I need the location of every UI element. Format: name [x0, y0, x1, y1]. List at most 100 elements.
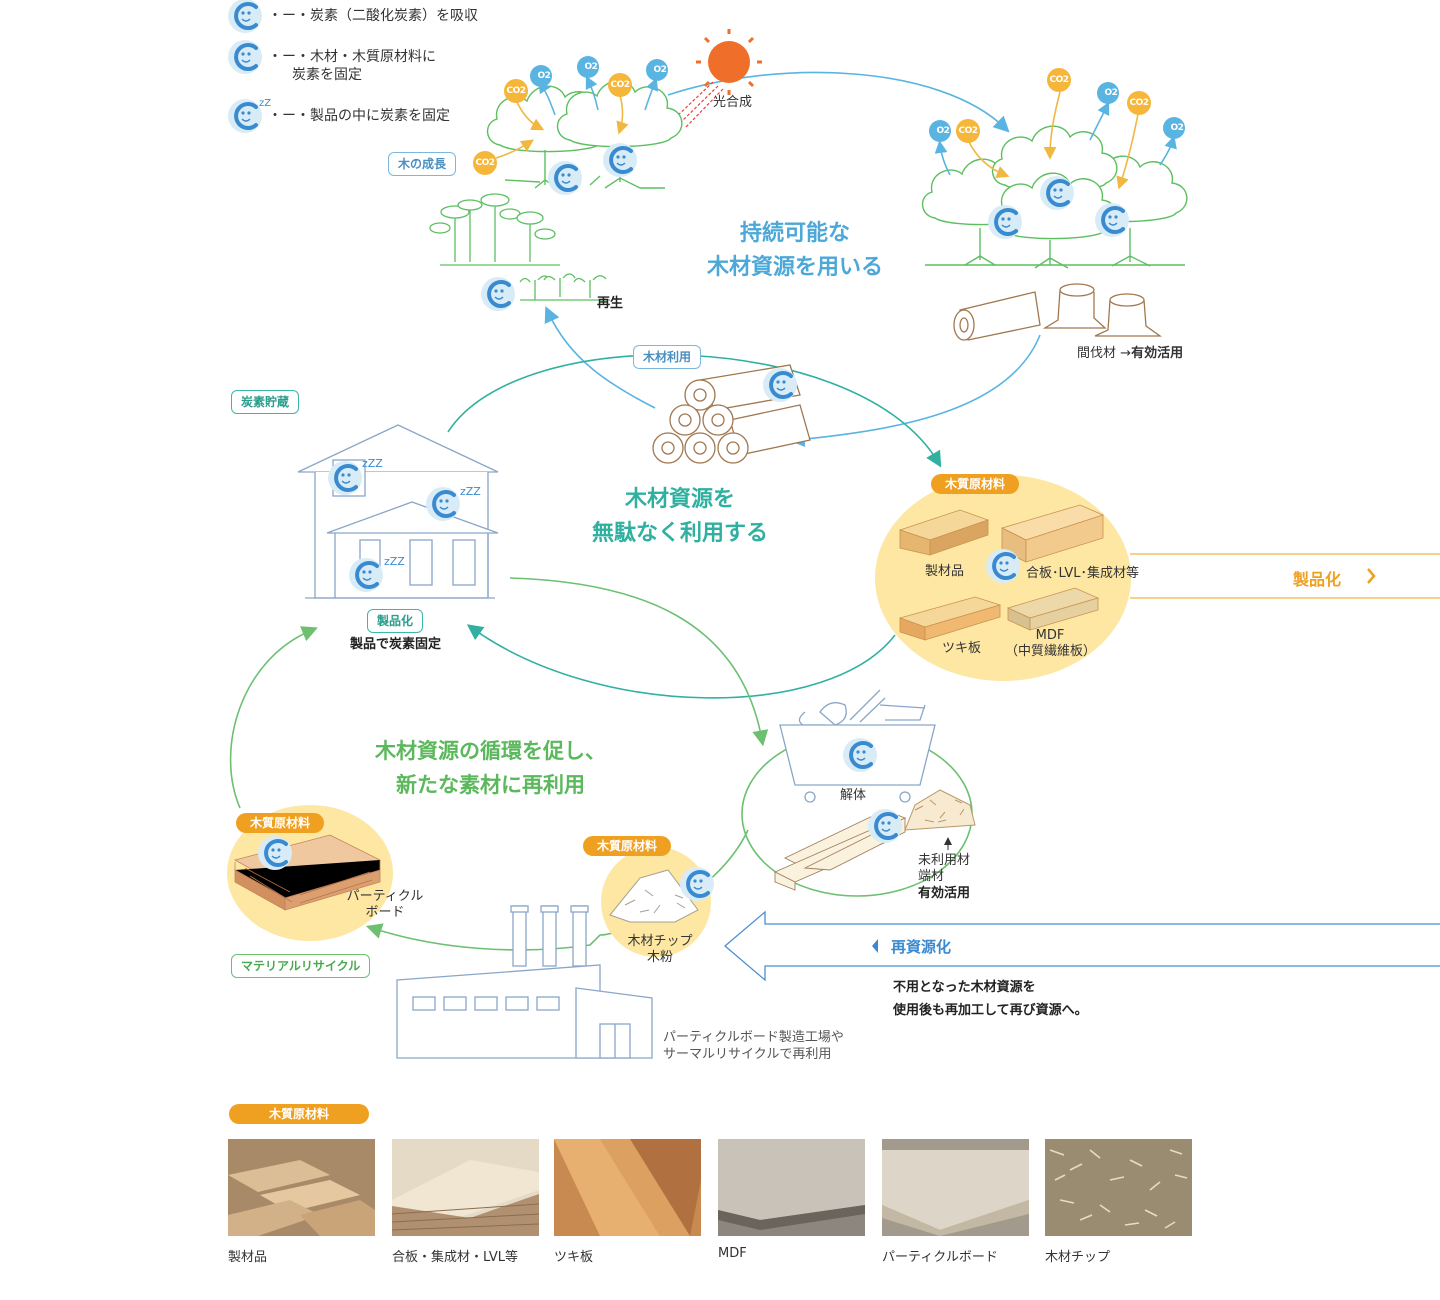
arrow-thinning-to-logs	[788, 334, 1041, 448]
legend-dash-2: ・ー・	[268, 49, 310, 65]
material-tag-main: 木質原材料	[931, 474, 1020, 494]
recycle-big-arrow	[723, 910, 1440, 982]
co2-label: CO2	[506, 86, 526, 96]
gallery-caption: 製材品	[228, 1250, 268, 1265]
gallery-photo-chip	[1045, 1139, 1192, 1236]
recycle-chevron-icon	[872, 939, 878, 953]
o2-label: O2	[537, 71, 551, 81]
veneer-label: ツキ板	[942, 641, 982, 656]
recycle-label: 再資源化	[891, 938, 952, 956]
gallery-photo-mdf	[718, 1139, 865, 1236]
co2-label: CO2	[1049, 75, 1069, 85]
gallery-caption: 木材チップ	[1045, 1250, 1111, 1265]
chip-label-line-2: 木粉	[646, 950, 673, 965]
arrow-logs-to-regen	[544, 306, 656, 409]
legend-dash-1: ・ー・	[268, 8, 310, 24]
svg-text:zZZ: zZZ	[362, 457, 383, 470]
chip-label: 木材チップ 木粉	[620, 934, 700, 966]
recycle-desc-2: 使用後も再加工して再び資源へ。	[893, 1003, 1088, 1018]
o2-label: O2	[936, 126, 950, 136]
arrow-materials-to-house	[466, 624, 896, 699]
product-fix-label: 製品で炭素固定	[350, 637, 442, 652]
material-tag-particle: 木質原材料	[236, 813, 325, 833]
productization-chevron-icon	[1367, 568, 1376, 584]
plywood-label: 合板･LVL･集成材等	[1026, 566, 1139, 581]
thinning-wood-illustration	[953, 283, 1163, 341]
co2-label: CO2	[958, 126, 978, 136]
recycle-headline-line-1: 木材資源の循環を促し、	[375, 739, 606, 763]
co2-label: CO2	[475, 158, 495, 168]
unused-label-2: 端材	[918, 869, 945, 884]
photosynthesis-label: 光合成	[713, 95, 753, 110]
chip-pile-unused	[904, 789, 976, 831]
productization-band	[1130, 553, 1440, 599]
factory-label-1: パーティクルボード製造工場や	[663, 1030, 844, 1045]
sustainable-headline: 持続可能な 木材資源を用いる	[680, 217, 910, 285]
legend-fix-wood-text-1: 木材・木質原材料に	[310, 49, 436, 65]
regen-label: 再生	[597, 296, 624, 311]
no-waste-headline-line-2: 無駄なく利用する	[591, 521, 768, 546]
factory-label-2: サーマルリサイクルで再利用	[663, 1047, 832, 1062]
legend-fix-product-icon: zZ	[226, 97, 271, 135]
svg-text:zZZ: zZZ	[460, 485, 481, 498]
material-tag-chip: 木質原材料	[583, 836, 672, 856]
sustainable-headline-line-1: 持続可能な	[739, 221, 850, 246]
materials-illustrations	[898, 504, 1105, 641]
tree-growth-tag: 木の成長	[388, 152, 457, 176]
legend-absorb-text: 炭素（二酸化炭素）を吸収	[310, 8, 478, 24]
young-trees-illustration	[429, 193, 610, 301]
gallery-caption: 合板・集成材・LVL等	[392, 1250, 518, 1265]
demolition-label: 解体	[840, 788, 867, 803]
no-waste-headline-line-1: 木材資源を	[624, 487, 735, 512]
no-waste-headline: 木材資源を 無駄なく利用する	[560, 483, 800, 551]
thinning-prefix: 間伐材	[1077, 346, 1117, 361]
productization-tag: 製品化	[367, 609, 424, 633]
co2-label: CO2	[1129, 98, 1149, 108]
legend-absorb-icon	[226, 0, 264, 35]
legend-dash-3: ・ー・	[268, 108, 310, 124]
material-recycle-tag: マテリアルリサイクル	[231, 954, 371, 978]
svg-text:zZZ: zZZ	[384, 555, 405, 568]
legend-fix-product: ・ー・製品の中に炭素を固定	[268, 107, 450, 125]
growing-trees-illustration	[486, 80, 683, 197]
legend-fix-wood-line-2: 炭素を固定	[292, 67, 362, 83]
recycle-headline: 木材資源の循環を促し、 新たな素材に再利用	[348, 734, 633, 802]
sustainable-headline-line-2: 木材資源を用いる	[706, 255, 883, 280]
particle-label: パーティクル ボード	[345, 889, 425, 921]
forest-illustration	[921, 125, 1188, 269]
productization-arrow-label: 製品化	[1293, 570, 1342, 589]
co2-o2-bubbles	[473, 56, 1185, 190]
legend-fix-wood: ・ー・木材・木質原材料に	[268, 48, 436, 66]
gallery-photo-veneer	[554, 1139, 701, 1236]
gallery-photo-plywood	[391, 1139, 540, 1236]
gallery-photo-seizai	[228, 1139, 375, 1236]
arrow-sun-to-forest	[667, 71, 1010, 133]
unused-label-3: 有効活用	[918, 886, 971, 901]
mdf-label-line-1: MDF	[1035, 628, 1065, 643]
o2-label: O2	[584, 62, 598, 72]
legend-fix-product-text: 製品の中に炭素を固定	[310, 108, 450, 124]
gallery-photo-particle	[882, 1139, 1029, 1236]
factory-illustration	[396, 905, 653, 1059]
wood-chip-pile-icon	[609, 869, 699, 923]
dumpster-illustration	[779, 689, 936, 803]
o2-label: O2	[653, 65, 667, 75]
co2-label: CO2	[610, 80, 630, 90]
legend-fix-wood-icon	[226, 38, 264, 76]
particle-label-line-2: ボード	[365, 905, 405, 920]
gallery-caption: パーティクルボード	[882, 1250, 998, 1265]
thinning-suffix: 有効活用	[1131, 346, 1184, 361]
gallery-tag: 木質原材料	[229, 1104, 370, 1124]
mdf-label-line-2: （中質繊維板）	[1005, 644, 1097, 659]
thinning-label: 間伐材 →有効活用	[1077, 346, 1183, 362]
particle-label-line-1: パーティクル	[346, 889, 424, 904]
gallery-caption: ツキ板	[554, 1250, 594, 1265]
o2-label: O2	[1104, 88, 1118, 98]
carbon-storage-tag: 炭素貯蔵	[231, 390, 300, 414]
o2-label: O2	[1170, 123, 1184, 133]
svg-text:zZ: zZ	[259, 98, 271, 109]
legend-absorb: ・ー・炭素（二酸化炭素）を吸収	[268, 7, 478, 25]
thinning-arrow-icon: →	[1120, 346, 1132, 361]
house-illustration	[297, 424, 499, 599]
